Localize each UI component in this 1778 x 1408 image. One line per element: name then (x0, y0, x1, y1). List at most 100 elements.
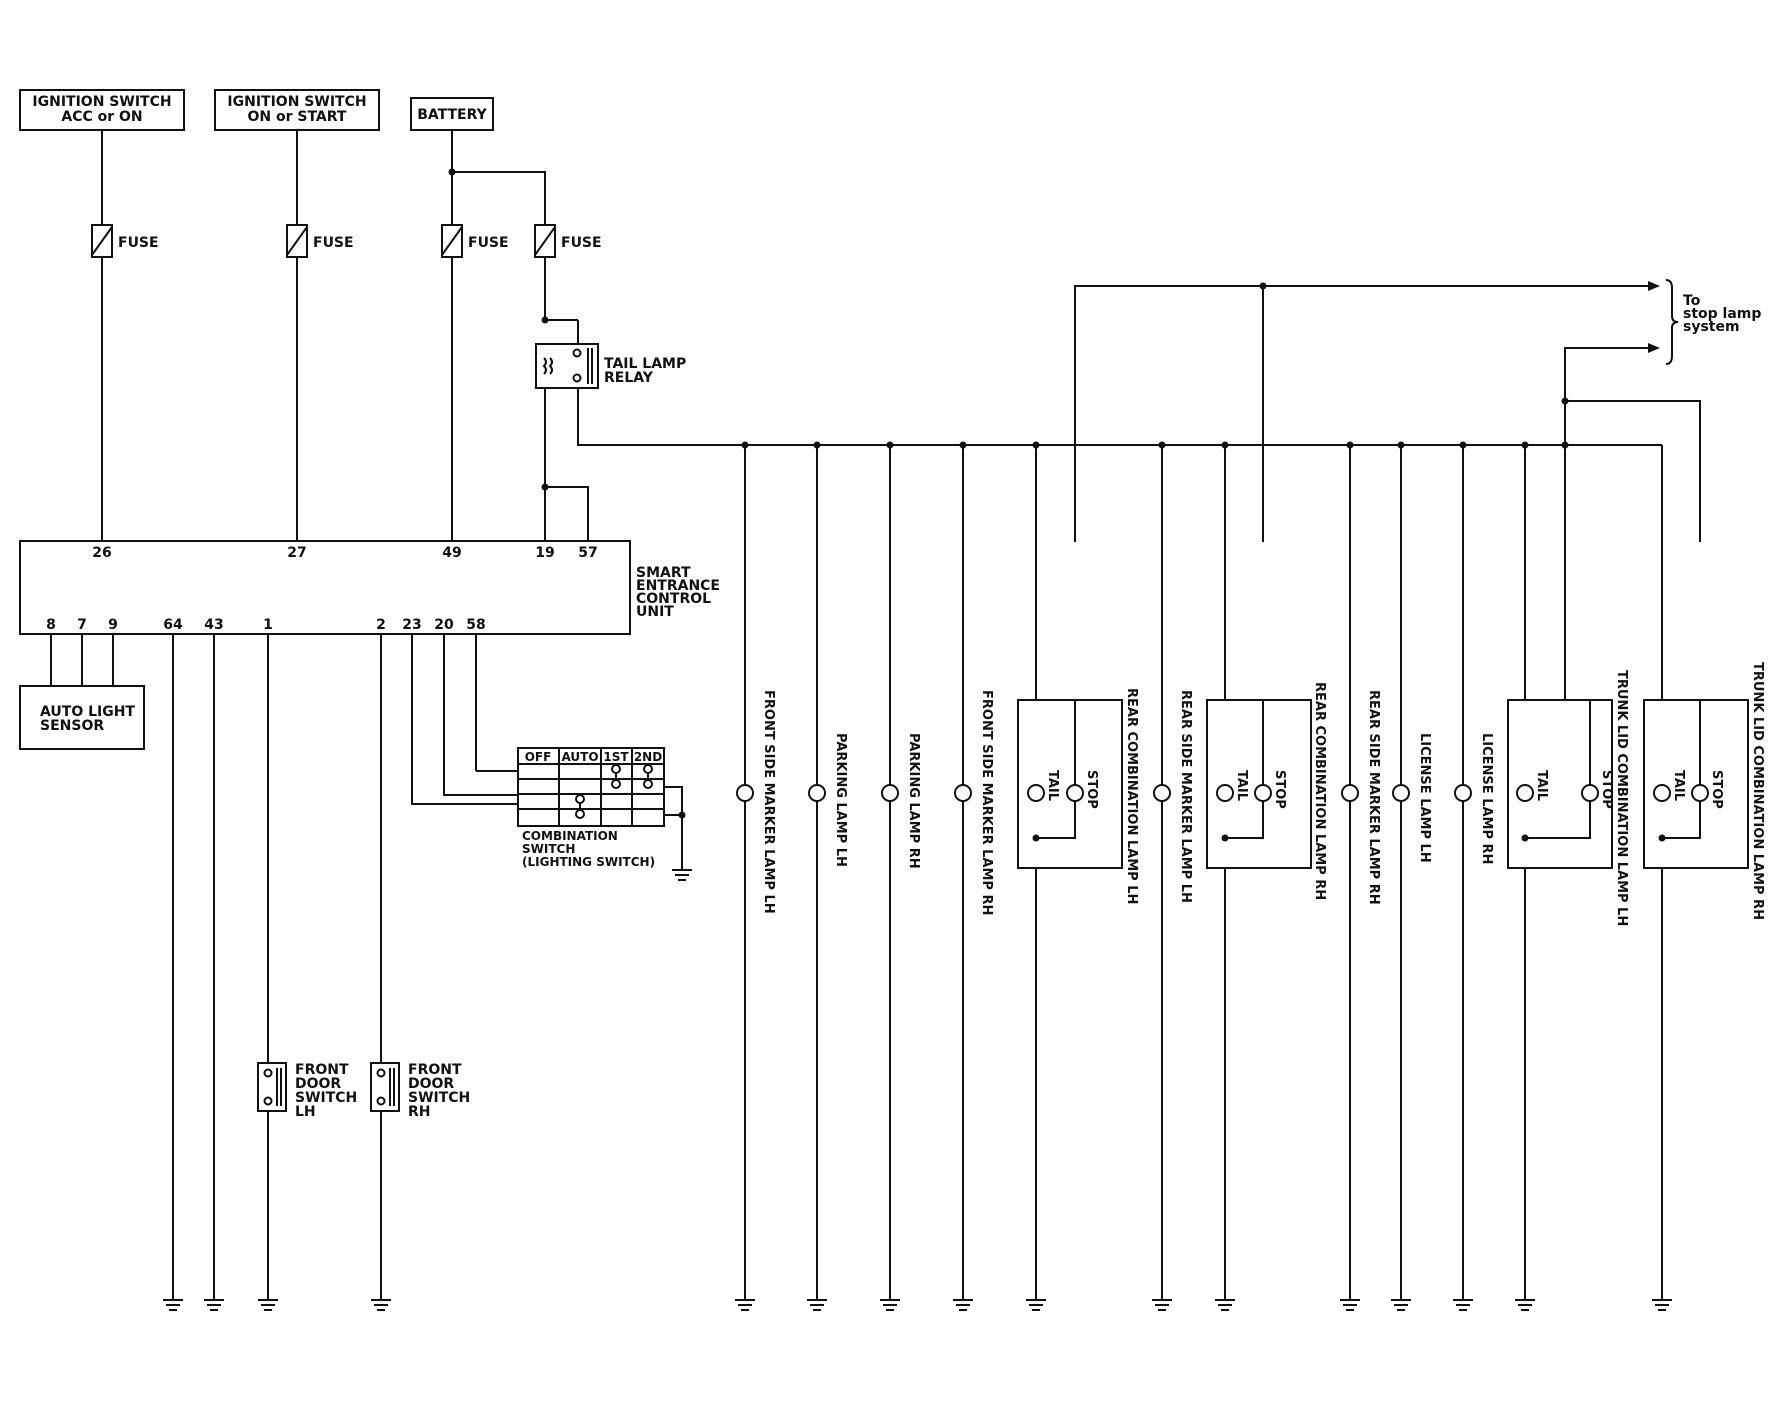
rcl-rh-tail: TAIL (1234, 770, 1249, 801)
ignition-on-box: IGNITION SWITCH ON or START (214, 89, 380, 131)
combination-switch-label-3: (LIGHTING SWITCH) (522, 855, 655, 869)
pin-27: 27 (287, 545, 306, 561)
switch-position-2nd: 2ND (634, 750, 662, 764)
ground-icon (204, 1299, 224, 1311)
pin-19: 19 (535, 545, 554, 561)
pin-9: 9 (108, 617, 118, 633)
rcl-lh-tail: TAIL (1045, 770, 1060, 801)
tail-lamp-relay: TAIL LAMP RELAY (535, 316, 1662, 544)
door-switch-rh-label-3: SWITCH (408, 1090, 470, 1106)
pin-2: 2 (376, 617, 386, 633)
switch-position-1st: 1ST (603, 750, 629, 764)
pin-49: 49 (442, 545, 461, 561)
rcl-lh-stop: STOP (1084, 770, 1099, 809)
control-unit-name-4: UNIT (636, 604, 674, 620)
label-parking-lh: PARKING LAMP LH (833, 733, 848, 867)
lamp-front-side-marker-rh: FRONT SIDE MARKER LAMP RH (954, 690, 994, 915)
ground-icon (1453, 1299, 1473, 1311)
ignition-acc-state: ACC or ON (61, 109, 142, 125)
pin-23: 23 (402, 617, 421, 633)
ground-icon (1515, 1299, 1535, 1311)
ignition-acc-box: IGNITION SWITCH ACC or ON (19, 89, 185, 131)
door-switch-lh-label-3: SWITCH (295, 1090, 357, 1106)
ground-icon (371, 1299, 391, 1311)
control-unit-name-2: ENTRANCE (636, 578, 720, 594)
lamp-license-rh: LICENSE LAMP RH (1454, 733, 1494, 864)
ignition-on-state: ON or START (248, 109, 347, 125)
auto-light-sensor: AUTO LIGHT SENSOR (19, 634, 145, 750)
door-switch-lh-label-4: LH (295, 1104, 316, 1120)
auto-light-sensor-label-2: SENSOR (40, 718, 104, 734)
label-rear-combination-lh: REAR COMBINATION LAMP LH (1124, 688, 1139, 904)
combination-switch: OFF AUTO 1ST 2ND COMBINATION SWITCH (LIG… (411, 634, 692, 881)
control-unit-name-3: CONTROL (636, 591, 711, 607)
label-rear-side-marker-lh: REAR SIDE MARKER LAMP LH (1178, 690, 1193, 903)
control-unit-ground-wires (172, 634, 382, 1300)
rear-combination-lamp-lh: TAIL STOP REAR COMBINATION LAMP LH (1017, 688, 1139, 904)
door-switch-rh-label-2: DOOR (408, 1076, 454, 1092)
ground-symbols (163, 1299, 1672, 1311)
front-door-switch-rh: FRONT DOOR SWITCH RH (370, 1062, 470, 1120)
pin-64: 64 (163, 617, 183, 633)
fuse-2: FUSE (286, 224, 354, 258)
label-front-side-marker-lh: FRONT SIDE MARKER LAMP LH (761, 690, 776, 914)
fuse-4-label: FUSE (561, 235, 602, 251)
pin-43: 43 (204, 617, 223, 633)
ground-icon (807, 1299, 827, 1311)
label-rear-side-marker-rh: REAR SIDE MARKER LAMP RH (1366, 690, 1381, 905)
pin-57: 57 (578, 545, 597, 561)
auto-light-sensor-label-1: AUTO LIGHT (40, 704, 135, 720)
ignition-on-title: IGNITION SWITCH (227, 94, 366, 110)
label-parking-rh: PARKING LAMP RH (906, 733, 921, 869)
ground-icon (1026, 1299, 1046, 1311)
door-switch-rh-label-1: FRONT (408, 1062, 462, 1078)
ground-icon (258, 1299, 278, 1311)
ground-icon (880, 1299, 900, 1311)
pin-26: 26 (92, 545, 111, 561)
ground-icon (1215, 1299, 1235, 1311)
stop-lamp-note-1: To (1683, 293, 1701, 309)
lamp-front-side-marker-lh: FRONT SIDE MARKER LAMP LH (736, 690, 776, 914)
smart-entrance-control-unit: 26 27 49 19 57 8 7 9 64 43 1 2 23 20 58 … (19, 540, 720, 635)
stop-lamp-note-2: stop lamp (1683, 306, 1761, 322)
ground-icon (163, 1299, 183, 1311)
lamp-parking-lh: PARKING LAMP LH (808, 733, 848, 867)
tail-lamp-drops (741, 441, 1663, 1300)
ground-icon (1340, 1299, 1360, 1311)
stop-lamp-feed: To stop lamp system (1074, 279, 1761, 542)
label-front-side-marker-rh: FRONT SIDE MARKER LAMP RH (979, 690, 994, 915)
pin-8: 8 (46, 617, 56, 633)
front-door-switch-lh: FRONT DOOR SWITCH LH (257, 1062, 357, 1120)
door-switch-lh-label-2: DOOR (295, 1076, 341, 1092)
tlcl-lh-tail: TAIL (1534, 770, 1549, 801)
label-trunk-lid-combination-lh: TRUNK LID COMBINATION LAMP LH (1614, 670, 1629, 926)
tlcl-lh-stop: STOP (1599, 770, 1614, 809)
switch-position-off: OFF (525, 750, 552, 764)
fuse-4: FUSE (534, 224, 602, 258)
battery-label: BATTERY (417, 107, 487, 123)
battery-box: BATTERY (410, 97, 494, 131)
fuse-3-label: FUSE (468, 235, 509, 251)
label-rear-combination-rh: REAR COMBINATION LAMP RH (1312, 682, 1327, 900)
combination-switch-label-2: SWITCH (522, 842, 575, 856)
relay-label-1: TAIL LAMP (604, 356, 686, 372)
control-unit-name-1: SMART (636, 565, 691, 581)
trunk-lid-combination-lamp-lh: TAIL STOP TRUNK LID COMBINATION LAMP LH (1507, 445, 1629, 926)
switch-position-auto: AUTO (561, 750, 598, 764)
rcl-rh-stop: STOP (1272, 770, 1287, 809)
ground-icon (1152, 1299, 1172, 1311)
label-license-lh: LICENSE LAMP LH (1417, 733, 1432, 863)
ground-icon (953, 1299, 973, 1311)
fuse-1: FUSE (91, 224, 159, 258)
fuse-1-label: FUSE (118, 235, 159, 251)
fuse-2-label: FUSE (313, 235, 354, 251)
trunk-lid-combination-lamp-rh: TAIL STOP TRUNK LID COMBINATION LAMP RH (1643, 662, 1765, 920)
label-trunk-lid-combination-rh: TRUNK LID COMBINATION LAMP RH (1750, 662, 1765, 920)
ignition-acc-title: IGNITION SWITCH (32, 94, 171, 110)
ground-icon (735, 1299, 755, 1311)
pin-58: 58 (466, 617, 485, 633)
ground-icon (1652, 1299, 1672, 1311)
pin-20: 20 (434, 617, 454, 633)
lamp-rear-side-marker-rh: REAR SIDE MARKER LAMP RH (1341, 690, 1381, 905)
